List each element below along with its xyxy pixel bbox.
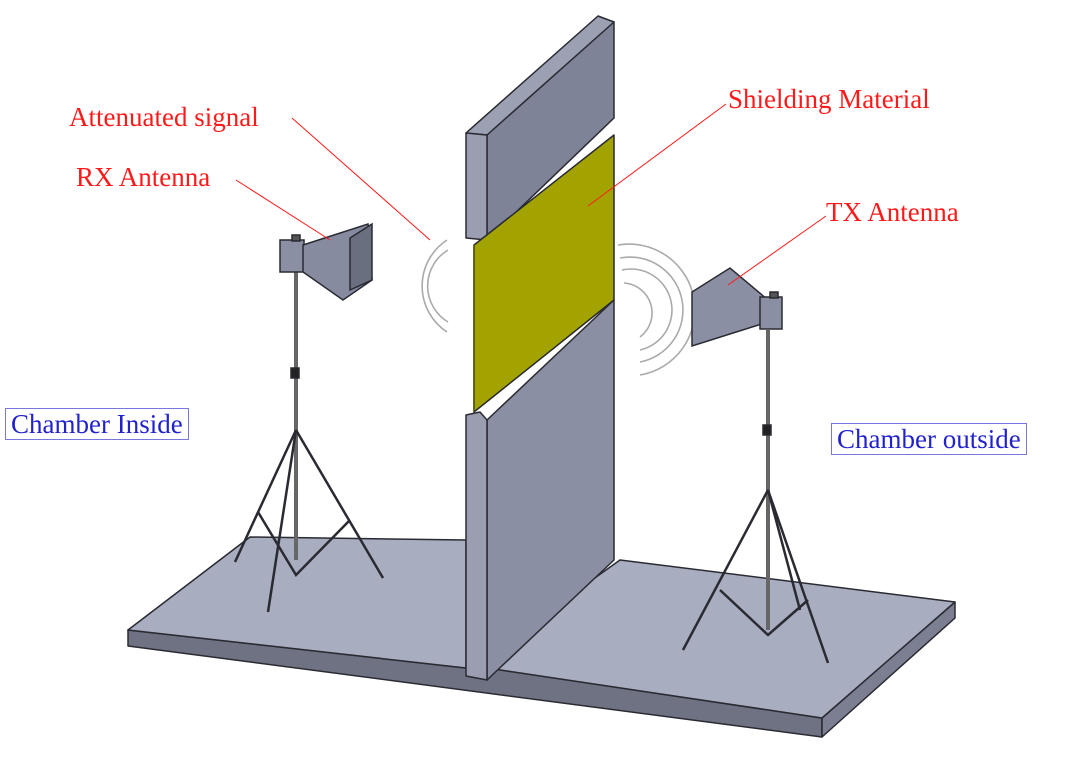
chamber-outside-label: Chamber outside bbox=[831, 423, 1027, 456]
tx-antenna-assembly bbox=[681, 267, 830, 664]
attenuated-wave-1 bbox=[421, 239, 448, 333]
incident-wave-4 bbox=[623, 282, 653, 338]
leader-rx bbox=[235, 179, 331, 241]
leader-shield bbox=[587, 103, 727, 207]
tx-antenna-label: TX Antenna bbox=[826, 197, 959, 227]
leader-lines bbox=[235, 103, 827, 286]
attenuated-wave-2 bbox=[426, 249, 449, 323]
leader-attenuated bbox=[291, 117, 431, 241]
attenuated-signal-label: Attenuated signal bbox=[69, 102, 259, 132]
wall-top-front bbox=[465, 132, 488, 241]
tx-horn bbox=[691, 267, 769, 348]
incident-wave-3 bbox=[621, 268, 673, 351]
incident-wave-2 bbox=[619, 256, 684, 363]
rx-antenna-label: RX Antenna bbox=[76, 162, 211, 192]
wall-lower-front bbox=[465, 411, 488, 681]
chamber-inside-label: Chamber Inside bbox=[5, 408, 189, 441]
rx-antenna-assembly bbox=[233, 222, 385, 613]
leader-tx bbox=[727, 215, 827, 286]
shielding-material-label: Shielding Material bbox=[728, 84, 930, 114]
